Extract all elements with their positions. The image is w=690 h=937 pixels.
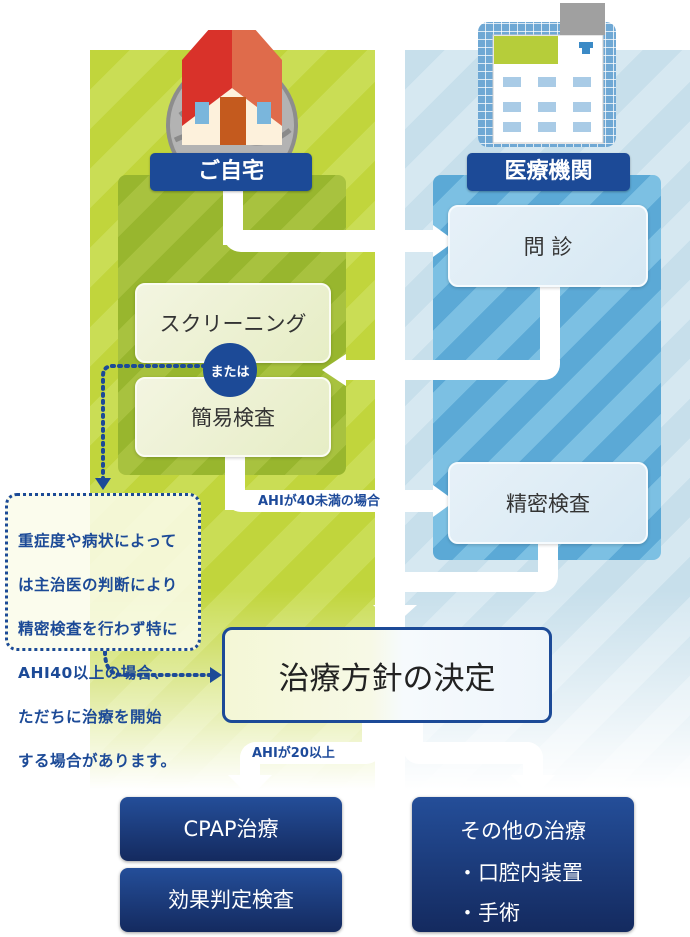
note-line: 精密検査を行わず特に [18,620,179,638]
step-detailed-test-label: 精密検査 [506,492,590,516]
flow-line [403,742,543,764]
note-line: AHI40以上の場合、 [18,664,169,682]
note-line: は主治医の判断により [18,576,178,594]
result-other-item: ・手術 [457,901,520,925]
note-line: 重症度や病状によって [18,532,177,550]
arrow-down-icon [228,775,272,797]
flow-line [223,230,435,252]
lane-label-clinic: 医療機関 [467,153,630,191]
result-other: その他の治療 ・口腔内装置 ・手術 [412,797,634,932]
result-other-title: その他の治療 [460,819,586,843]
result-other-item: ・口腔内装置 [457,861,583,885]
result-effect-test: 効果判定検査 [120,868,342,932]
house-icon [160,3,300,191]
step-simple-test-label: 簡易検査 [191,406,275,430]
flow-line [385,572,405,612]
arrow-right-icon [210,667,222,683]
step-interview-label: 問 診 [523,235,573,259]
arrow-down-icon [511,775,555,797]
step-detailed-test: 精密検査 [448,462,648,544]
note-line: ただちに治療を開始 [18,708,163,726]
flow-line [240,742,260,782]
note-line: する場合があります。 [18,752,177,770]
flow-line [540,285,560,375]
condition-ahi-under-40: AHIが40未満の場合 [258,494,380,509]
arrow-down-icon [95,478,111,490]
decision-label: 治療方針の決定 [278,660,496,697]
flow-line [523,742,543,782]
decision-box: 治療方針の決定 [222,627,552,723]
flow-line [240,742,382,764]
step-interview: 問 診 [448,205,648,287]
dotted-path [95,364,222,683]
flow-line [345,360,560,380]
arrow-down-icon [373,605,417,625]
step-screening-label: スクリーニング [159,312,307,336]
note-text: 重症度や病状によって は主治医の判断により 精密検査を行わず特に AHI40以上… [18,508,188,794]
condition-ahi-20-or-more: AHIが20以上 [252,746,335,761]
result-cpap: CPAP治療 [120,797,342,861]
hospital-icon [478,0,618,150]
flow-line [385,572,558,592]
note-box: 重症度や病状によって は主治医の判断により 精密検査を行わず特に AHI40以上… [5,493,201,770]
flow-line [225,490,435,512]
lane-label-home: ご自宅 [150,153,312,191]
or-badge: または [203,343,257,397]
